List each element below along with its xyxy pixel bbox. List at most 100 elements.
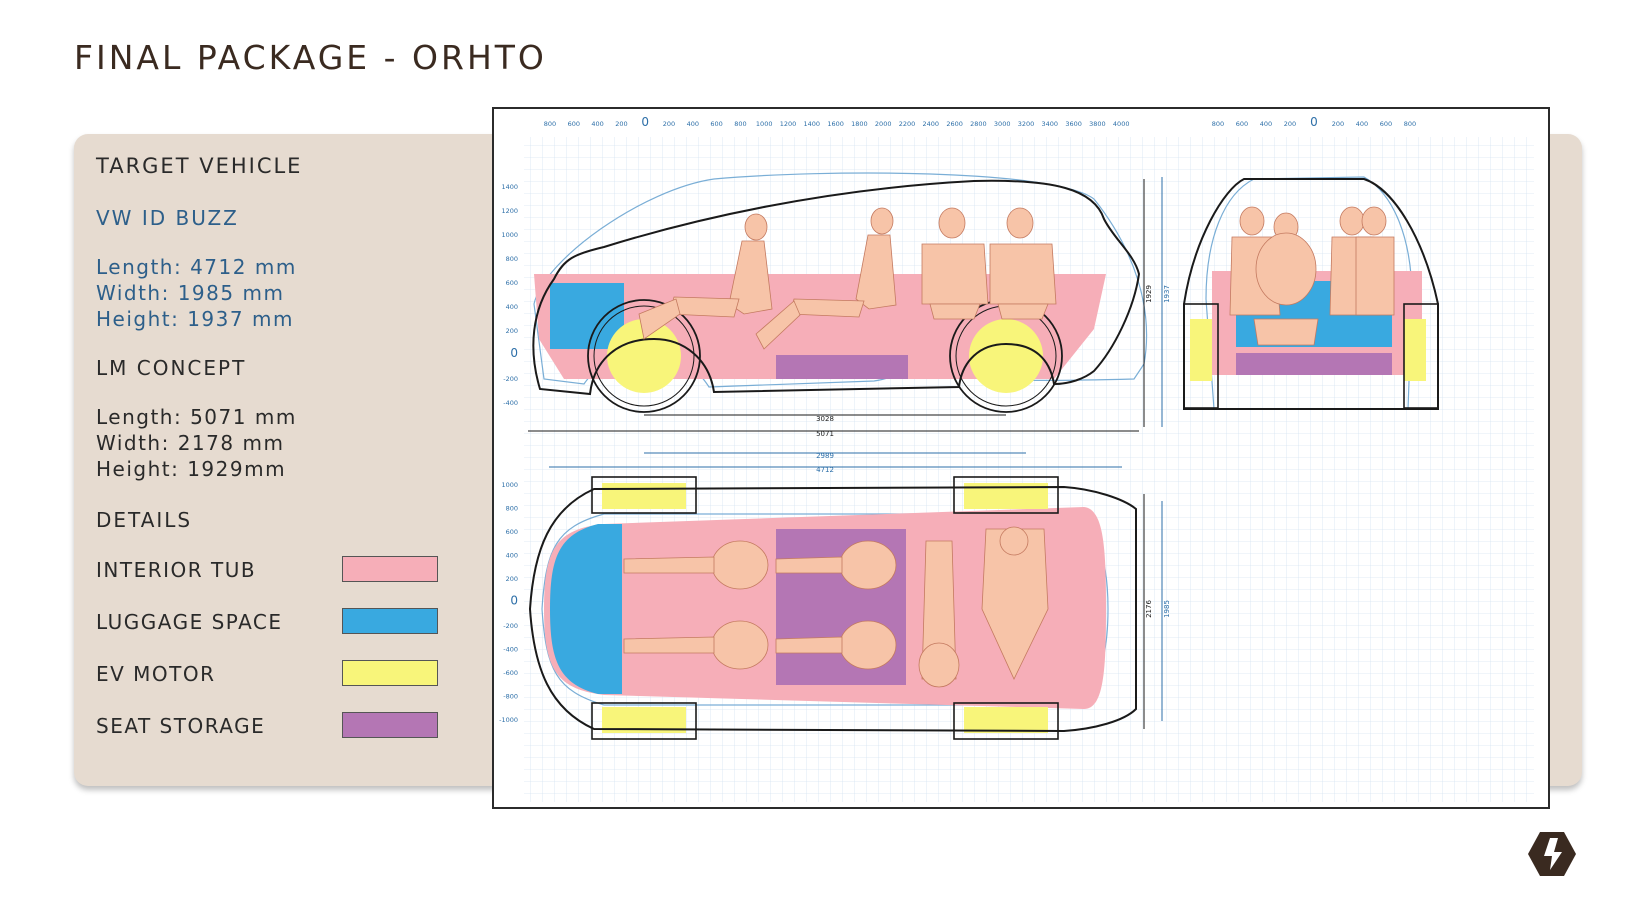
ruler-top-front-tick: 800 [1404,120,1416,128]
ruler-top-side-tick: 200 [663,120,675,128]
target-vehicle-name: VW ID BUZZ [96,206,239,230]
concept-length: Length: 5071 mm [96,405,297,429]
target-height: Height: 1937 mm [96,307,294,331]
ruler-left-plan-tick: -200 [503,622,518,630]
dim-wheelbase-concept: 3028 [816,415,834,423]
target-vehicle-heading: TARGET VEHICLE [96,154,303,178]
ruler-top-side-tick: 600 [568,120,580,128]
ruler-left-side-tick: 400 [506,303,518,311]
ruler-left-plan-tick: 1000 [501,481,518,489]
ev-motor-rr-plan [964,707,1048,733]
brand-logo-icon [1528,832,1576,876]
concept-front-outline [1183,178,1439,410]
plan-view: 2176 1985 [528,476,1171,740]
ruler-top-side-tick: 3600 [1065,120,1082,128]
ruler-left-side-tick: 200 [506,327,518,335]
ruler-left-side-tick: -200 [503,375,518,383]
ruler-left-side-tick: -400 [503,399,518,407]
ruler-top-side-tick: 800 [544,120,556,128]
ruler-top-front-tick: 400 [1356,120,1368,128]
ruler-top-front-tick: 800 [1212,120,1224,128]
ev-motor-fl-plan [602,483,686,509]
wheel-rl-plan [953,476,1059,514]
ev-motor-left-front [1190,319,1212,381]
ruler-top-side-tick: 1200 [780,120,797,128]
right-wheel-front [1403,303,1439,409]
concept-heading: LM CONCEPT [96,356,247,380]
legend-label-luggage-space: LUGGAGE SPACE [96,610,283,634]
ruler-left-side-tick: 1200 [501,207,518,215]
ruler-left-plan-tick: 600 [506,528,518,536]
concept-height: Height: 1929mm [96,457,287,481]
ruler-left-plan-tick: 200 [506,575,518,583]
legend-swatch-luggage-space [342,608,438,634]
ruler-top-side-tick: 3000 [994,120,1011,128]
ruler-top-side-tick: 400 [591,120,603,128]
ev-motor-front-side [607,319,681,393]
ruler-left-side-tick: 800 [506,255,518,263]
legend-swatch-ev-motor [342,660,438,686]
dim-length-concept: 5071 [816,430,834,438]
ev-motor-rear-side [969,319,1043,393]
ruler-left-plan-tick: 400 [506,552,518,560]
legend-swatch-seat-storage [342,712,438,738]
wheel-rr-plan [953,702,1059,740]
dim-width-concept: 2176 [1145,600,1153,618]
ruler-top-side-tick: 2600 [946,120,963,128]
ruler-top-side-tick: 2400 [923,120,940,128]
ruler-top-side-tick: 4000 [1113,120,1130,128]
ruler-top-side-tick: 1400 [804,120,821,128]
occupants-front [1229,206,1395,346]
seat-storage-front [1236,353,1392,375]
front-view [1183,176,1439,410]
ev-motor-right-front [1404,319,1426,381]
ruler-top-side-tick: 1600 [827,120,844,128]
ruler-top-front-tick: 600 [1236,120,1248,128]
concept-side-outline [532,179,1141,396]
legend-label-seat-storage: SEAT STORAGE [96,714,266,738]
ruler-left-plan-tick: -800 [503,693,518,701]
ruler-top-side-tick: 3800 [1089,120,1106,128]
legend-swatch-interior-tub [342,556,438,582]
side-view: 3028 5071 2989 4712 1929 1937 [528,172,1171,474]
concept-width: Width: 2178 mm [96,431,285,455]
ruler-top-side-tick: 2800 [970,120,987,128]
ruler-left-plan-tick: 800 [506,505,518,513]
target-width: Width: 1985 mm [96,281,285,305]
ruler-top-front-tick: 600 [1380,120,1392,128]
occupants-plan [623,526,1049,688]
ruler-top-side-tick: 3400 [1042,120,1059,128]
ruler-top-side-tick: 0 [641,115,649,129]
concept-plan-outline [528,485,1137,733]
luggage-side [550,283,624,349]
ruler-left-plan-tick: 0 [510,594,518,608]
legend-label-interior-tub: INTERIOR TUB [96,558,257,582]
ruler-top-side-tick: 3200 [1018,120,1035,128]
ruler-left-side-tick: 0 [510,346,518,360]
ruler-top-side-tick: 800 [734,120,746,128]
ruler-top-front-tick: 0 [1310,115,1318,129]
ruler-top-side-tick: 1800 [851,120,868,128]
ruler-top-side-tick: 2000 [875,120,892,128]
wheel-fl-plan [591,476,697,514]
details-heading: DETAILS [96,508,193,532]
luggage-plan [550,524,622,694]
dim-length-target: 4712 [816,466,834,474]
ruler-left-plan-tick: -400 [503,646,518,654]
ruler-top-front-tick: 200 [1284,120,1296,128]
ruler-top-side-tick: 2200 [899,120,916,128]
left-wheel-front [1183,303,1219,409]
ruler-top-side-tick: 1000 [756,120,773,128]
ruler-top-front-tick: 400 [1260,120,1272,128]
seat-storage-side [776,355,908,379]
front-wheel-side [587,299,701,413]
ruler-top-front-tick: 200 [1332,120,1344,128]
page-title: FINAL PACKAGE - ORHTO [74,38,547,77]
ruler-top-side-tick: 400 [687,120,699,128]
ruler-left-plan-tick: -600 [503,669,518,677]
dim-height-target: 1937 [1163,285,1171,303]
dim-wheelbase-target: 2989 [816,452,834,460]
